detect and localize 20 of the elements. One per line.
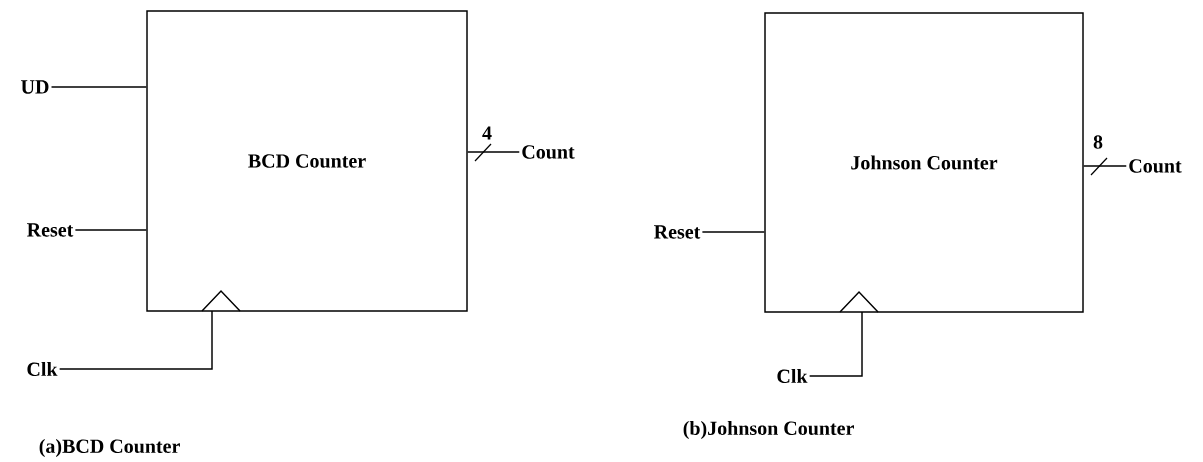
signal-name: Reset <box>27 223 74 237</box>
signal-line <box>74 229 147 231</box>
signal-line <box>50 86 147 88</box>
signal-line <box>1083 165 1127 167</box>
signal-line <box>467 151 520 153</box>
figure-caption: (b)Johnson Counter <box>683 420 854 440</box>
signal-name: UD <box>21 80 49 94</box>
signal-name: Clk <box>777 369 808 384</box>
signal-line <box>808 311 863 377</box>
signal-name: Count <box>1129 159 1182 173</box>
signal-name: Count <box>522 145 575 159</box>
counter-block: Johnson Counter <box>764 12 1084 313</box>
bus-width: 4 <box>482 126 492 140</box>
signal-name: Clk <box>27 362 58 377</box>
signal-line <box>58 310 213 370</box>
bus-width: 8 <box>1093 135 1103 149</box>
signal-line <box>701 231 765 233</box>
figure-caption: (a)BCD Counter <box>39 438 180 458</box>
counter-block: BCD Counter <box>146 10 468 312</box>
signal-name: Reset <box>654 225 701 239</box>
